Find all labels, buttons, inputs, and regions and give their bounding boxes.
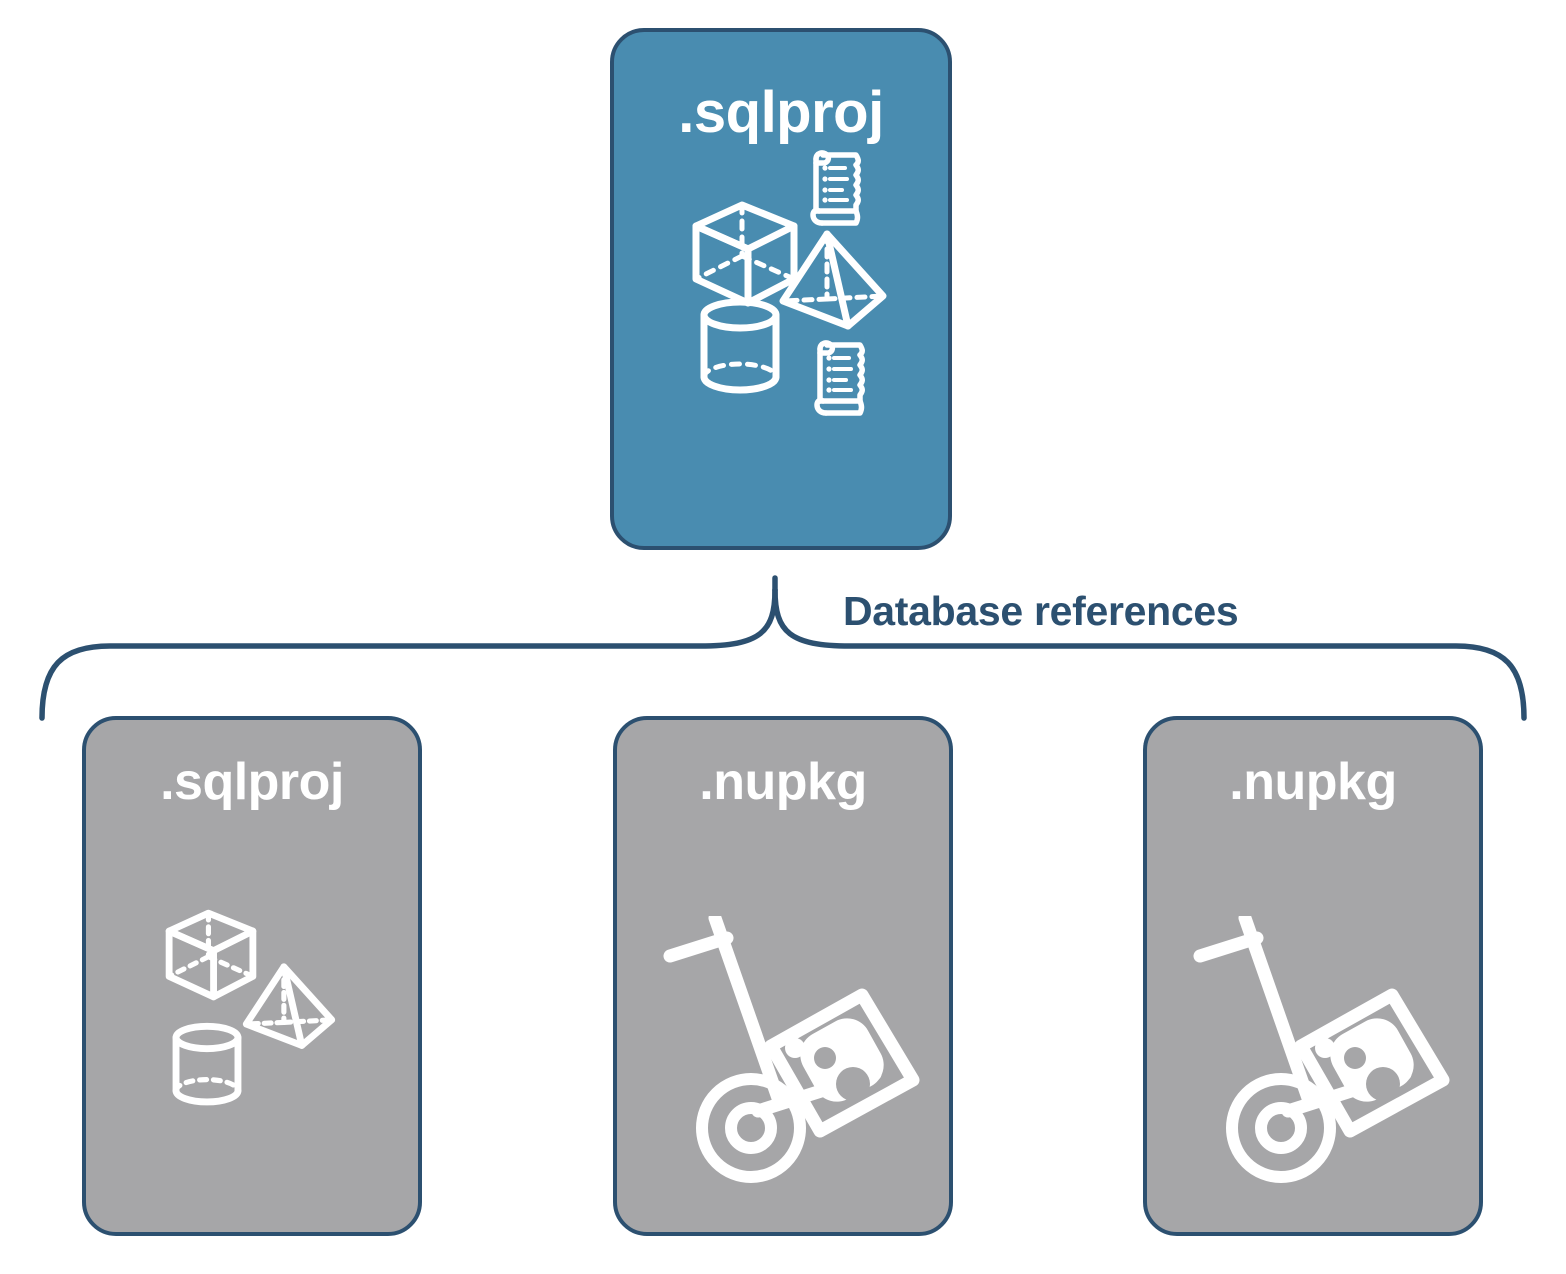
reference-node-sqlproj[interactable]: .sqlproj [82,716,422,1236]
reference-node-nupkg-1[interactable]: .nupkg [613,716,953,1236]
reference-node-label: .sqlproj [160,753,344,811]
reference-node-artwork [617,808,949,1232]
nuget-box-icon [1294,988,1450,1138]
reference-node-label: .nupkg [1229,753,1397,811]
reference-node-nupkg-2[interactable]: .nupkg [1143,716,1483,1236]
cube-icon [165,909,257,1001]
connector-label-database-references: Database references [843,588,1239,634]
reference-node-label: .nupkg [699,753,867,811]
pyramid-icon [779,230,887,330]
hand-truck-icon [1193,916,1450,1183]
nuget-box-icon [764,988,920,1138]
database-references-bracket [39,575,1527,721]
reference-node-artwork [86,808,418,1232]
root-node-artwork [614,142,948,546]
root-node-sqlproj[interactable]: .sqlproj [610,28,952,550]
hand-truck-icon [663,916,920,1183]
pyramid-icon [242,963,336,1049]
cylinder-icon [700,298,780,394]
cylinder-icon [172,1022,242,1106]
scroll-icon [810,150,861,226]
reference-node-artwork [1147,808,1479,1232]
scroll-icon [814,340,865,416]
root-node-label: .sqlproj [678,80,884,145]
